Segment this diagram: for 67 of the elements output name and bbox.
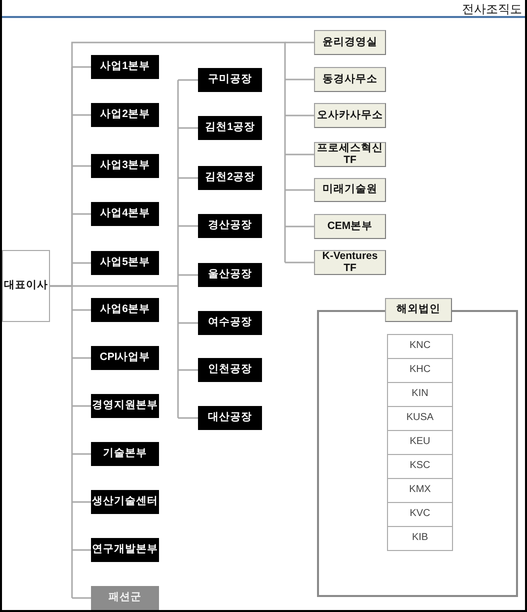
subsidiary-row: KNC xyxy=(387,334,453,359)
division-box: 사업2본부 xyxy=(91,103,159,127)
division-box: 사업5본부 xyxy=(91,251,159,275)
connector-line xyxy=(72,165,91,167)
division-box: CPI사업부 xyxy=(91,346,159,370)
connector-line xyxy=(285,189,314,191)
connector-line xyxy=(72,213,91,215)
connector-line xyxy=(72,309,91,311)
plant-box: 경산공장 xyxy=(198,214,262,238)
connector-line xyxy=(178,369,198,371)
subsidiary-row: KHC xyxy=(387,358,453,383)
section-heading-box: 해외법인 xyxy=(385,298,452,322)
connector-line xyxy=(72,66,91,68)
office-box: 동경사무소 xyxy=(314,67,386,92)
connector-line xyxy=(178,274,198,276)
connector-line xyxy=(178,417,198,419)
office-box: 윤리경영실 xyxy=(314,30,386,55)
connector-line xyxy=(178,225,198,227)
plant-box: 김천2공장 xyxy=(198,166,262,190)
subsidiary-row: KMX xyxy=(387,478,453,503)
division-box: 사업6본부 xyxy=(91,298,159,322)
connector-line xyxy=(285,226,314,228)
division-box: 사업4본부 xyxy=(91,202,159,226)
subsidiary-row: KSC xyxy=(387,454,453,479)
subsidiary-row: KUSA xyxy=(387,406,453,431)
plant-box: 울산공장 xyxy=(198,263,262,287)
connector-line xyxy=(178,177,198,179)
plant-box: 여수공장 xyxy=(198,311,262,335)
office-box: K-Ventures TF xyxy=(314,250,386,275)
office-box: 오사카사무소 xyxy=(314,103,386,128)
connector-line xyxy=(50,42,286,287)
connector-line xyxy=(72,114,91,116)
subsidiary-row: KEU xyxy=(387,430,453,455)
plant-box: 대산공장 xyxy=(198,406,262,430)
connector-line xyxy=(285,114,314,116)
office-box: CEM본부 xyxy=(314,214,386,239)
division-box: 기술본부 xyxy=(91,442,159,466)
subsidiary-row: KIN xyxy=(387,382,453,407)
connector-line xyxy=(285,154,314,156)
office-box: 프로세스혁신 TF xyxy=(314,142,386,167)
connector-line xyxy=(285,262,314,264)
office-box: 미래기술원 xyxy=(314,178,386,202)
connector-line xyxy=(72,405,91,407)
connector-line xyxy=(178,79,198,81)
connector-line xyxy=(178,127,198,129)
connector-line xyxy=(72,597,91,599)
division-box: 사업3본부 xyxy=(91,154,159,178)
division-box: 경영지원본부 xyxy=(91,394,159,418)
plant-box: 인천공장 xyxy=(198,358,262,382)
subsidiary-row: KVC xyxy=(387,502,453,527)
connector-line xyxy=(72,262,91,264)
division-box: 연구개발본부 xyxy=(91,538,159,562)
page-title: 전사조직도 xyxy=(462,2,522,16)
division-box: 생산기술센터 xyxy=(91,490,159,514)
connector-line xyxy=(285,78,314,80)
division-box: 사업1본부 xyxy=(91,55,159,79)
connector-line xyxy=(72,501,91,503)
connector-line xyxy=(72,357,91,359)
connector-line xyxy=(178,322,198,324)
top-unit-box: 대표이사 xyxy=(2,250,50,322)
connector-line xyxy=(72,453,91,455)
subsidiary-row: KIB xyxy=(387,526,453,551)
division-box: 패션군 xyxy=(91,586,159,610)
plant-box: 김천1공장 xyxy=(198,116,262,140)
connector-line xyxy=(285,42,314,44)
plant-box: 구미공장 xyxy=(198,68,262,92)
connector-line xyxy=(72,549,91,551)
